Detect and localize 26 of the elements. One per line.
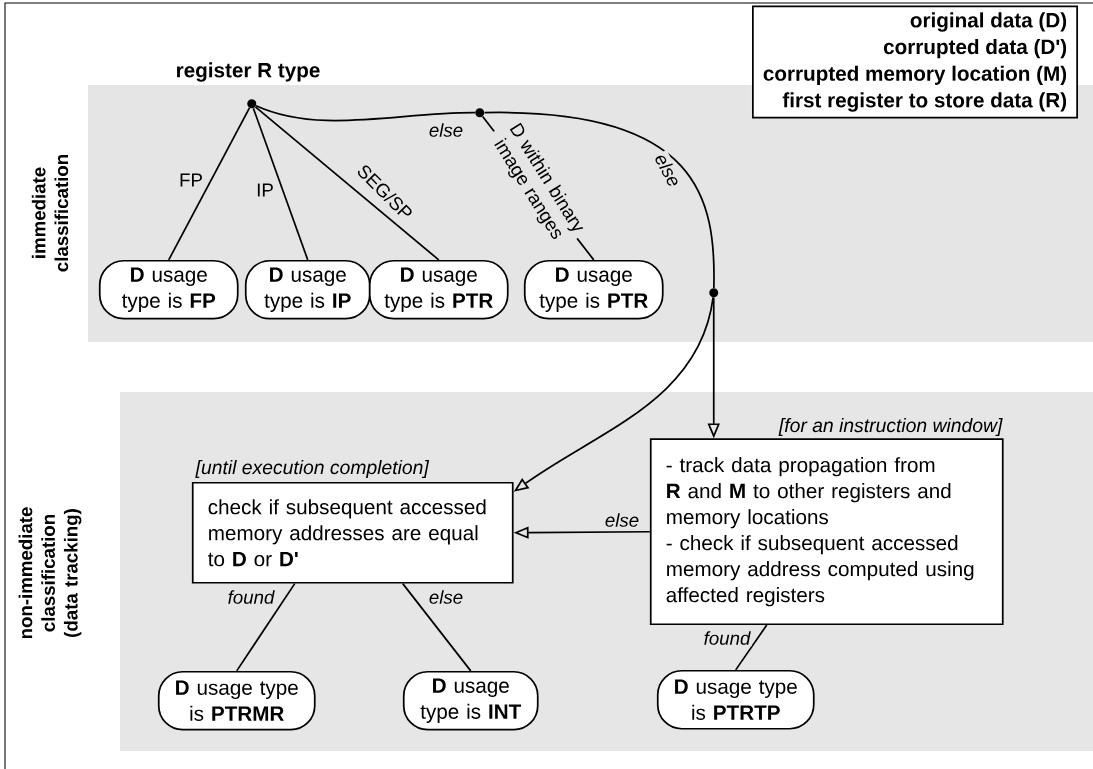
connector-line [252, 107, 309, 261]
connector-line [734, 624, 768, 671]
connector-line [167, 107, 251, 261]
result-box: D usage type is PTR [523, 259, 664, 320]
band-label: non-immediate classification (data tracking) [18, 507, 82, 639]
connector-line [254, 105, 440, 261]
result-box: D usage type is FP [98, 259, 239, 320]
connector-line [235, 582, 296, 672]
connector-line [255, 104, 476, 122]
process-box: check if subsequent accessed memory addresses are equal to D or D' [191, 481, 514, 584]
heading-label: register R type [177, 62, 320, 82]
band-label: immediate classification [31, 155, 69, 272]
process-box: - track data propagation from R and M to other registers and memory locations - check if subsequent accessed memory address computed using affected registers [649, 438, 1004, 626]
condition-label: [for an instruction window] [778, 418, 1003, 436]
result-box: D usage type is PTRMR [157, 670, 316, 731]
key-box: original data (D) corrupted data (D') corrupted memory location (M) first register to store data (R) [752, 5, 1078, 119]
connector-line [483, 111, 715, 289]
result-box: D usage type is IP [244, 259, 371, 320]
edge-label: IP [254, 182, 276, 198]
result-box: D usage type is PTR [368, 259, 509, 320]
result-box: D usage type is INT [402, 670, 539, 731]
result-box: D usage type is PTRTP [656, 669, 815, 730]
edge-label: else [652, 149, 684, 191]
edge-label: FP [177, 172, 205, 188]
connector-line [401, 582, 472, 672]
condition-label: [until execution completion] [195, 460, 430, 478]
